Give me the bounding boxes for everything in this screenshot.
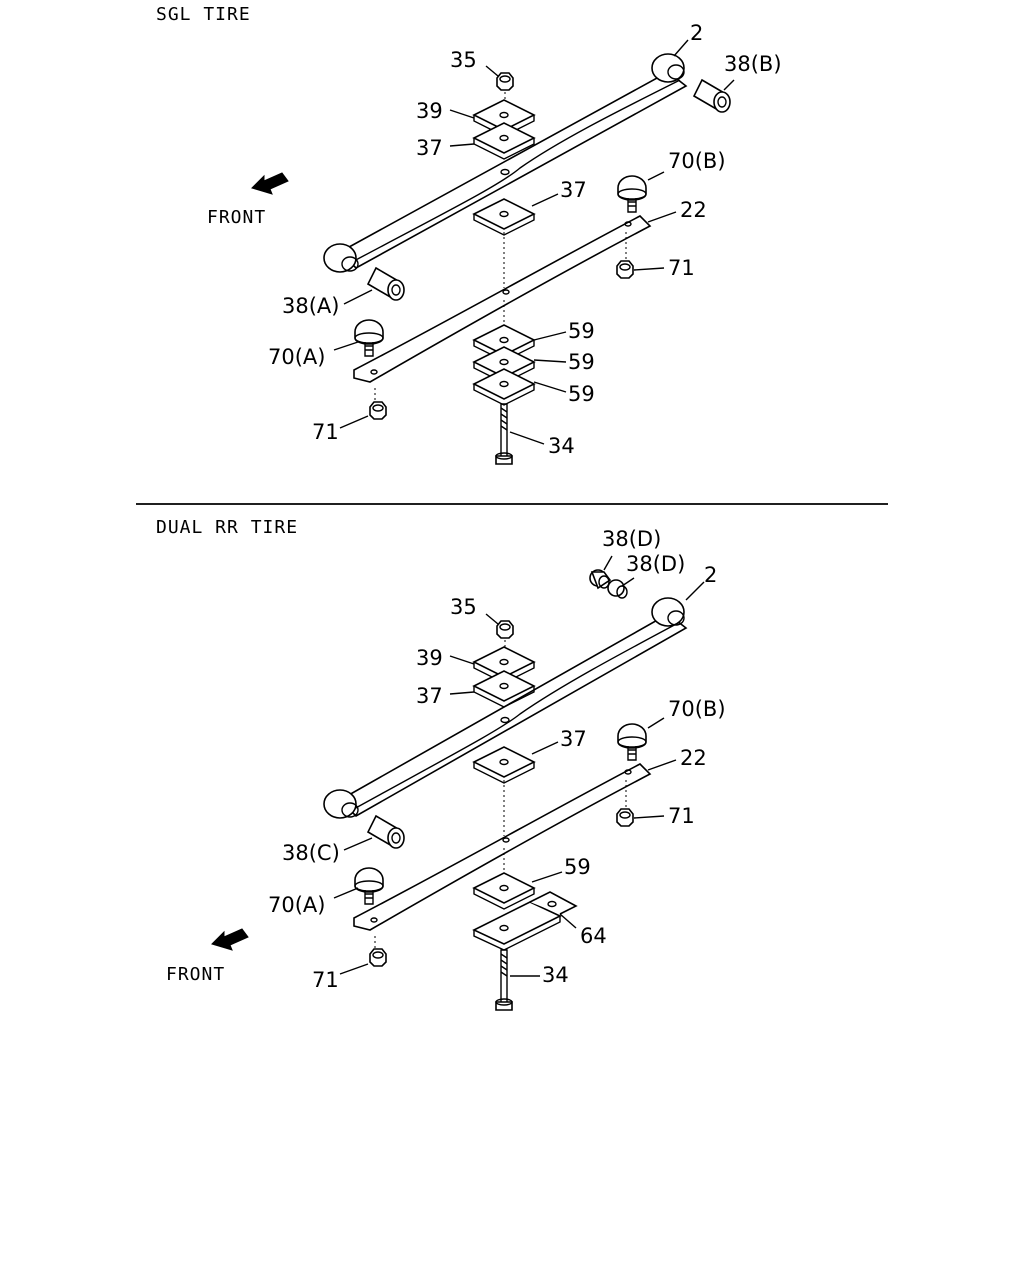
callout-37-top: 37 [416,136,443,160]
callout-59-2: 59 [568,350,595,374]
nut-35 [496,620,514,639]
callout-2: 2 [690,21,703,45]
plate-59 [473,872,535,910]
nut-71-left [369,948,387,967]
callout-34: 34 [542,963,569,987]
helper-spring [353,215,652,383]
callout-2: 2 [704,563,717,587]
callout-71-right: 71 [668,804,695,828]
callout-70a: 70(A) [268,345,325,369]
callout-71-left: 71 [312,420,339,444]
section-title: SGL TIRE [156,4,251,25]
dual-rr-tire-section: DUAL RR TIRE [156,517,726,1011]
leaf-spring-main [323,53,688,273]
callout-64: 64 [580,924,607,948]
callout-35: 35 [450,48,477,72]
front-arrow-icon [211,928,249,951]
plate-59-3 [473,368,535,406]
callout-71-right: 71 [668,256,695,280]
bumper-70b [617,723,647,761]
front-label: FRONT [207,207,266,228]
sgl-tire-section: SGL TIRE [156,4,782,465]
nut-71-right [616,808,634,827]
callout-70a: 70(A) [268,893,325,917]
callout-70b: 70(B) [668,149,726,173]
bushing-38d-1 [589,569,612,590]
callout-22: 22 [680,746,707,770]
front-label: FRONT [166,964,225,985]
front-arrow-icon [251,172,289,195]
plate-37-bottom [473,198,535,236]
callout-71-left: 71 [312,968,339,992]
callout-38b: 38(B) [724,52,782,76]
callout-38a: 38(A) [282,294,339,318]
section-title: DUAL RR TIRE [156,517,298,538]
callout-39: 39 [416,99,443,123]
callout-37-top: 37 [416,684,443,708]
callout-59: 59 [564,855,591,879]
callout-35: 35 [450,595,477,619]
bolt-34 [495,949,513,1011]
bushing-38d-2 [607,579,628,599]
callout-39: 39 [416,646,443,670]
plate-37-bottom [473,746,535,784]
nut-35 [496,72,514,91]
callout-59-1: 59 [568,319,595,343]
bolt-34 [495,403,513,465]
callout-70b: 70(B) [668,697,726,721]
bushing-38a [367,267,405,301]
bumper-70b [617,175,647,213]
callout-59-3: 59 [568,382,595,406]
callout-38d-2: 38(D) [626,552,685,576]
bushing-38c [367,815,405,849]
plate-64 [472,891,578,951]
callout-22: 22 [680,198,707,222]
callout-37-bottom: 37 [560,727,587,751]
nut-71-right [616,260,634,279]
bumper-70a [354,867,384,905]
callout-38d-1: 38(D) [602,527,661,551]
bumper-70a [354,319,384,357]
nut-71-left [369,401,387,420]
bushing-38b [693,79,731,113]
helper-spring [353,763,652,931]
callout-37-bottom: 37 [560,178,587,202]
leaf-spring-main [323,597,688,819]
callout-34: 34 [548,434,575,458]
callout-38c: 38(C) [282,841,340,865]
